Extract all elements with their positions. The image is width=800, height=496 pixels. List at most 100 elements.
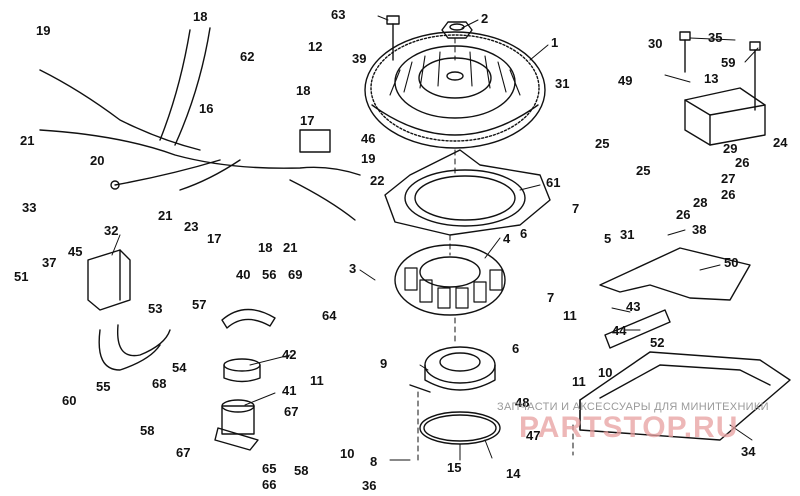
callout-21: 21: [283, 240, 298, 255]
callout-17: 17: [300, 113, 315, 128]
callout-39: 39: [352, 51, 367, 66]
callout-34: 34: [741, 444, 756, 459]
callout-27: 27: [721, 171, 736, 186]
retaining-ring: [419, 411, 501, 445]
callout-59: 59: [721, 55, 736, 70]
callout-17: 17: [207, 231, 222, 246]
callout-38: 38: [692, 222, 707, 237]
callout-60: 60: [62, 393, 77, 408]
callout-2: 2: [481, 11, 489, 26]
callout-13: 13: [704, 71, 719, 86]
callout-23: 23: [184, 219, 199, 234]
callout-10: 10: [340, 446, 355, 461]
callout-69: 69: [288, 267, 303, 282]
callout-3: 3: [349, 261, 357, 276]
callout-19: 19: [361, 151, 376, 166]
callout-68: 68: [152, 376, 167, 391]
callout-54: 54: [172, 360, 187, 375]
callout-58: 58: [294, 463, 309, 478]
callout-21: 21: [158, 208, 173, 223]
callout-7: 7: [572, 201, 580, 216]
callout-57: 57: [192, 297, 207, 312]
callout-20: 20: [90, 153, 105, 168]
callout-18: 18: [296, 83, 311, 98]
callout-65: 65: [262, 461, 277, 476]
callout-44: 44: [612, 323, 627, 338]
callout-5: 5: [604, 231, 612, 246]
callout-18: 18: [193, 9, 208, 24]
watermark-caption: ЗАПЧАСТИ И АКСЕССУАРЫ ДЛЯ МИНИТЕХНИКИ: [497, 401, 769, 413]
callout-11: 11: [572, 374, 586, 389]
armature-plate: [384, 149, 551, 236]
callout-26: 26: [735, 155, 750, 170]
callout-29: 29: [723, 141, 738, 156]
callout-26: 26: [721, 187, 736, 202]
callout-41: 41: [282, 383, 297, 398]
callout-10: 10: [598, 365, 613, 380]
callout-55: 55: [96, 379, 111, 394]
callout-67: 67: [284, 404, 299, 419]
callout-36: 36: [362, 478, 377, 493]
callout-6: 6: [512, 341, 520, 356]
watermark-logo: PARTSTOP.RU: [519, 411, 739, 444]
callout-14: 14: [506, 466, 521, 481]
callout-53: 53: [148, 301, 163, 316]
callout-6: 6: [520, 226, 528, 241]
timer-base: [409, 346, 496, 393]
callout-50: 50: [724, 255, 739, 270]
callout-15: 15: [447, 460, 462, 475]
callout-11: 11: [310, 373, 324, 388]
callout-67: 67: [176, 445, 191, 460]
callout-32: 32: [104, 223, 119, 238]
callout-30: 30: [648, 36, 663, 51]
bracket-56: [221, 308, 276, 329]
callout-48: 48: [515, 395, 530, 410]
callout-37: 37: [42, 255, 57, 270]
callout-49: 49: [618, 73, 633, 88]
callout-46: 46: [361, 131, 376, 146]
terminal-block: [604, 309, 671, 349]
callout-18: 18: [258, 240, 273, 255]
flywheel: [364, 31, 546, 149]
callout-16: 16: [199, 101, 214, 116]
callout-43: 43: [626, 299, 641, 314]
callout-58: 58: [140, 423, 155, 438]
callout-11: 11: [563, 308, 577, 323]
bolt-35: [679, 31, 691, 73]
callout-61: 61: [546, 175, 561, 190]
callout-8: 8: [370, 454, 378, 469]
wiring-harness: [39, 27, 361, 221]
cover-plate: [599, 247, 751, 301]
callout-63: 63: [331, 7, 346, 22]
callout-31: 31: [620, 227, 635, 242]
callout-4: 4: [503, 231, 511, 246]
callout-24: 24: [773, 135, 788, 150]
power-pack: [684, 87, 766, 146]
mounting-plate: [579, 351, 791, 441]
callout-66: 66: [262, 477, 277, 492]
callout-64: 64: [322, 308, 337, 323]
callout-47: 47: [526, 428, 541, 443]
clamp-ring: [223, 358, 261, 383]
callout-28: 28: [693, 195, 708, 210]
bolt-59: [749, 41, 761, 111]
starter-solenoid: [214, 399, 259, 451]
callout-26: 26: [676, 207, 691, 222]
callout-22: 22: [370, 173, 385, 188]
callout-45: 45: [68, 244, 83, 259]
callout-52: 52: [650, 335, 665, 350]
callout-7: 7: [547, 290, 555, 305]
callout-1: 1: [551, 35, 559, 50]
callout-9: 9: [380, 356, 388, 371]
leader-lines: [111, 15, 759, 461]
callout-51: 51: [14, 269, 29, 284]
ignition-coil: [87, 249, 131, 311]
callout-35: 35: [708, 30, 723, 45]
spark-plug-leads: [98, 324, 171, 371]
callout-40: 40: [236, 267, 251, 282]
callout-56: 56: [262, 267, 277, 282]
callout-42: 42: [282, 347, 297, 362]
callout-21: 21: [20, 133, 35, 148]
screw-63: [386, 15, 400, 61]
